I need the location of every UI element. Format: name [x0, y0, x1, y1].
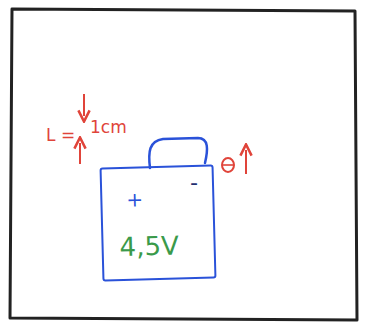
- dimension-value: 1cm: [90, 118, 127, 137]
- dimension-arrow-down: [83, 94, 85, 116]
- force-arrow: [245, 150, 247, 174]
- battery-box: + - 4,5V: [100, 165, 217, 282]
- length-symbol: L =: [46, 126, 75, 145]
- text-slot: -: [190, 171, 199, 195]
- text-slot: 4,5V: [119, 231, 179, 261]
- voltage-value: 4,5V: [119, 231, 179, 261]
- wire: [149, 138, 207, 168]
- charge-symbol: [222, 158, 234, 172]
- frame: [10, 9, 357, 320]
- minus-terminal: -: [190, 171, 199, 195]
- plus-terminal: +: [126, 188, 143, 210]
- dimension-arrow-up: [79, 143, 81, 164]
- text-slot: +: [126, 188, 143, 210]
